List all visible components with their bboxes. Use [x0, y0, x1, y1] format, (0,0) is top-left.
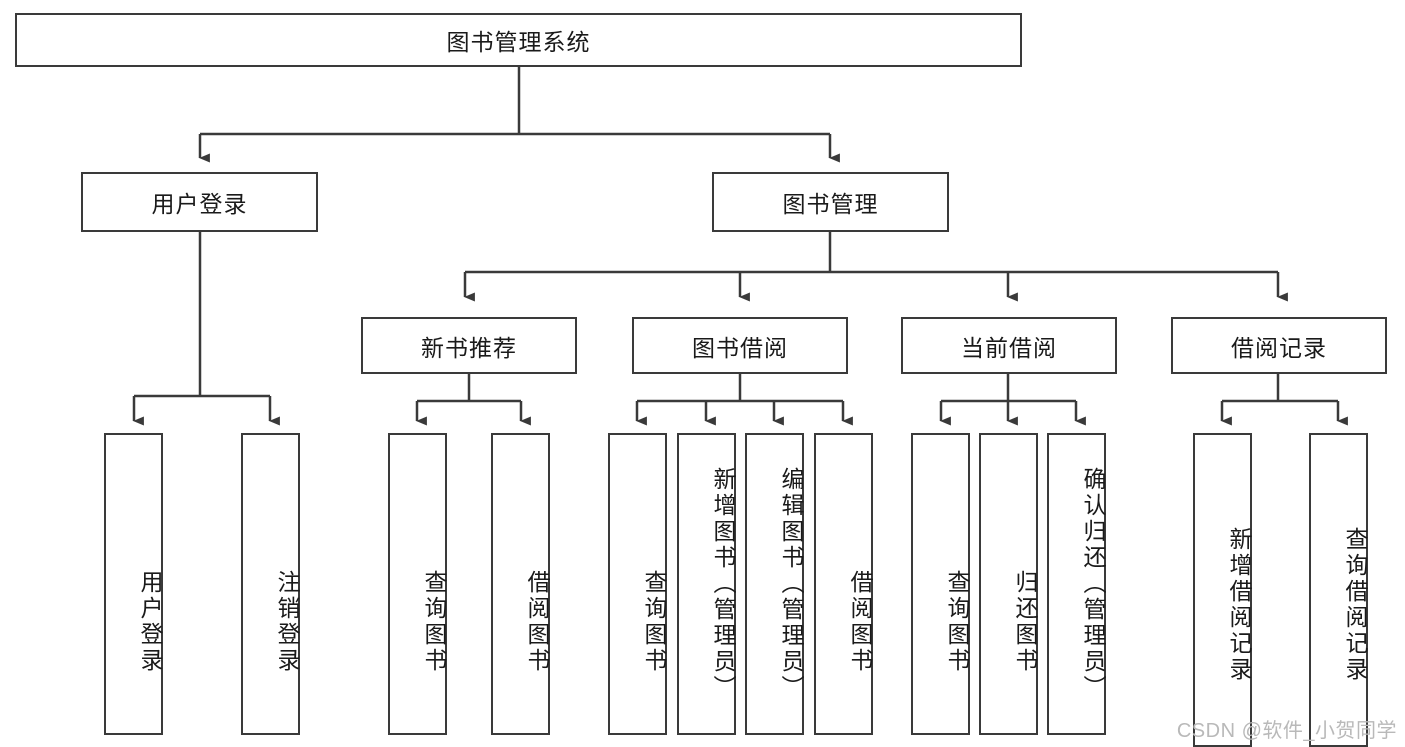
node-current-borrow-label: 当前借阅 [961, 334, 1057, 361]
node-borrow-record-label: 借阅记录 [1231, 334, 1327, 361]
node-current-borrow[interactable]: 当前借阅 [901, 317, 1117, 374]
node-leaf-query-book-3[interactable]: 查询图书 [911, 433, 970, 735]
node-leaf-query-book-2-label: 查询图书 [641, 570, 667, 674]
node-user-login-label: 用户登录 [151, 191, 248, 217]
node-leaf-user-logout-label: 注销登录 [274, 570, 300, 674]
watermark: CSDN @软件_小贺同学 [1176, 720, 1397, 742]
node-leaf-query-record-label: 查询借阅记录 [1342, 527, 1368, 683]
node-leaf-borrow-book-1-label: 借阅图书 [524, 570, 550, 674]
node-book-manage[interactable]: 图书管理 [712, 172, 949, 232]
node-leaf-add-book[interactable]: 新增图书（管理员） [677, 433, 736, 735]
node-leaf-query-book-1-label: 查询图书 [421, 570, 447, 674]
node-book-manage-label: 图书管理 [782, 191, 879, 217]
node-leaf-edit-book-label: 编辑图书（管理员） [778, 467, 804, 701]
node-leaf-confirm-return-label: 确认归还（管理员） [1080, 467, 1106, 701]
node-leaf-query-book-1[interactable]: 查询图书 [388, 433, 447, 735]
node-leaf-user-logout[interactable]: 注销登录 [241, 433, 300, 735]
node-leaf-user-login-label: 用户登录 [137, 570, 163, 674]
node-leaf-add-record-label: 新增借阅记录 [1226, 527, 1252, 683]
node-book-borrow[interactable]: 图书借阅 [632, 317, 848, 374]
node-user-login[interactable]: 用户登录 [81, 172, 318, 232]
node-new-book-recommend-label: 新书推荐 [421, 334, 517, 361]
node-leaf-return-book-label: 归还图书 [1012, 570, 1038, 674]
node-leaf-confirm-return[interactable]: 确认归还（管理员） [1047, 433, 1106, 735]
node-leaf-query-book-2[interactable]: 查询图书 [608, 433, 667, 735]
node-leaf-query-record[interactable]: 查询借阅记录 [1309, 433, 1368, 747]
node-leaf-add-record[interactable]: 新增借阅记录 [1193, 433, 1252, 747]
node-leaf-return-book[interactable]: 归还图书 [979, 433, 1038, 735]
node-root-label: 图书管理系统 [446, 29, 591, 55]
node-leaf-add-book-label: 新增图书（管理员） [710, 467, 736, 701]
node-borrow-record[interactable]: 借阅记录 [1171, 317, 1387, 374]
node-root[interactable]: 图书管理系统 [15, 13, 1022, 67]
node-book-borrow-label: 图书借阅 [692, 334, 788, 361]
node-leaf-borrow-book-2[interactable]: 借阅图书 [814, 433, 873, 735]
node-leaf-edit-book[interactable]: 编辑图书（管理员） [745, 433, 804, 735]
node-leaf-query-book-3-label: 查询图书 [944, 570, 970, 674]
node-leaf-borrow-book-2-label: 借阅图书 [847, 570, 873, 674]
node-leaf-borrow-book-1[interactable]: 借阅图书 [491, 433, 550, 735]
node-leaf-user-login[interactable]: 用户登录 [104, 433, 163, 735]
node-new-book-recommend[interactable]: 新书推荐 [361, 317, 577, 374]
